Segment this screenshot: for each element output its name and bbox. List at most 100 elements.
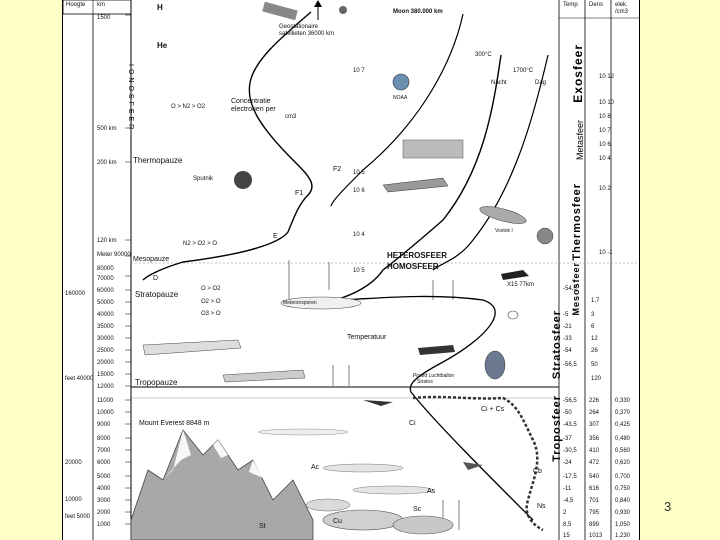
altitude-tick-label: 4000 [97,486,111,492]
stratopauze-label: Stratopauze [135,290,179,299]
feet-label-20000: 20000 [65,460,82,466]
density-value: 795 [589,510,600,516]
concentration-label-1: Concentratie [231,98,271,105]
electron-density-exponent: 10 7 [599,128,611,134]
day-label: Dag [535,80,547,86]
upper-density-value: 12 [591,336,598,342]
tropopauze-label: Tropopauze [135,378,178,387]
helium-label: He [157,41,168,50]
cloud-cb: Cb [533,468,542,475]
cloud-st: St [259,523,266,530]
electron-curve-exponent: 10 6 [353,188,365,194]
cloud-as: As [427,488,436,495]
hydrogen-label: H [157,3,163,12]
temp-column-header: Temp [563,2,578,8]
composition-strat-3: O3 > O [201,311,221,317]
temperatuur-label: Temperatuur [347,334,387,341]
density-value: 1013 [589,533,603,539]
thermosfeer-label: Thermosfeer [571,183,583,261]
altitude-tick-label: 1500 [97,15,111,21]
diagram-lines [63,0,639,540]
temperature-value: 15 [563,533,570,539]
air-density-value: 0,480 [615,436,631,442]
noaa-label: NOAA [393,95,408,101]
altitude-tick-label: 25000 [97,348,114,354]
metasfeer-label: Metasfeer [575,120,585,161]
altitude-tick-label: 5000 [97,474,111,480]
altitude-tick-label: 6000 [97,460,111,466]
altitude-tick-label: 20000 [97,360,114,366]
temperature-value: 2 [563,510,567,516]
density-value: 264 [589,410,600,416]
concentration-label-3: cm3 [285,114,297,120]
heterosfeer-label: HETEROSFEER [387,251,448,260]
everest-label: Mount Everest 8848 m [139,420,210,427]
exosfeer-label: Exosfeer [571,44,585,103]
electron-curve-exponent: 10 7 [353,68,365,74]
temperature-value: -50 [563,410,572,416]
temperature-value: -17,5 [563,474,577,480]
concentration-label-2: electronen per [231,106,276,113]
atmosphere-diagram: Hoogte km H He Moon 380.000 km Geostatio… [62,0,640,540]
upper-density-value: 26 [591,348,598,354]
altitude-tick-label: 30000 [97,336,114,342]
density-value: 356 [589,436,600,442]
upper-temperature-value: -5 [563,312,569,318]
altitude-tick-label: 7000 [97,448,111,454]
upper-density-value: 120 [591,376,602,382]
temperature-value: -11 [563,486,572,492]
density-value: 226 [589,398,600,404]
feet-label-10000: 10000 [65,497,82,503]
altitude-tick-label: 40000 [97,312,114,318]
air-density-value: 0,370 [615,410,631,416]
balloon-label-2: Stratos [417,379,433,385]
density-value: 540 [589,474,600,480]
altitude-tick-label: 15000 [97,372,114,378]
ionosfeer-label: IONOSFEER [127,64,134,133]
mesopauze-label: Mesopauze [133,256,170,263]
meteoor-label: Meteoorsporen [283,300,317,306]
header-height-label: Hoogte [66,2,86,8]
density-value: 616 [589,486,600,492]
altitude-tick-label: 200 km [97,160,117,166]
night-temp: 300°C [475,52,492,58]
upper-temperature-value: -54 [563,348,572,354]
composition-upper: O > N2 > O2 [171,104,206,110]
geostationary-label-2: satellieten 36000 km [279,31,335,37]
altitude-tick-label: 80000 [97,266,114,272]
temperature-value: -56,5 [563,398,577,404]
density-value: 899 [589,522,600,528]
electron-density-exponent: 10 6 [599,142,611,148]
altitude-tick-label: 60000 [97,288,114,294]
electron-density-exponent: 10 -1 [599,250,613,256]
air-density-value: 0,620 [615,460,631,466]
upper-temperature-value: -33 [563,336,572,342]
air-density-value: 1,230 [615,533,631,539]
upper-density-value: 1,7 [591,298,600,304]
thermopauze-label: Thermopauze [133,156,183,165]
feet-label-40000: feet 40000 [65,376,94,382]
layer-d: D [153,275,159,282]
page-number: 3 [664,499,672,514]
density-value: 307 [589,422,600,428]
density-column-header: Dens [589,2,604,8]
altitude-tick-label: 8000 [97,436,111,442]
troposfeer-label: Troposfeer [551,395,563,462]
air-density-value: 1,050 [615,522,631,528]
air-density-value: 0,330 [615,398,631,404]
electron-column-header-2: /cm3 [615,9,629,15]
balloon-label-1: Picard Luchtballon [413,373,455,379]
density-value: 701 [589,498,600,504]
upper-density-value: 3 [591,312,595,318]
altitude-tick-label: Meter 90000 [97,252,131,258]
day-temp: 1700°C [513,68,534,74]
air-density-value: 0,840 [615,498,631,504]
temperature-value: -37 [563,436,572,442]
air-density-value: 0,425 [615,422,631,428]
altitude-tick-label: 120 km [97,238,117,244]
altitude-tick-label: 50000 [97,300,114,306]
altitude-tick-label: 3000 [97,498,111,504]
cloud-ci: Ci [409,420,416,427]
altitude-tick-label: 12000 [97,384,114,390]
density-value: 472 [589,460,600,466]
